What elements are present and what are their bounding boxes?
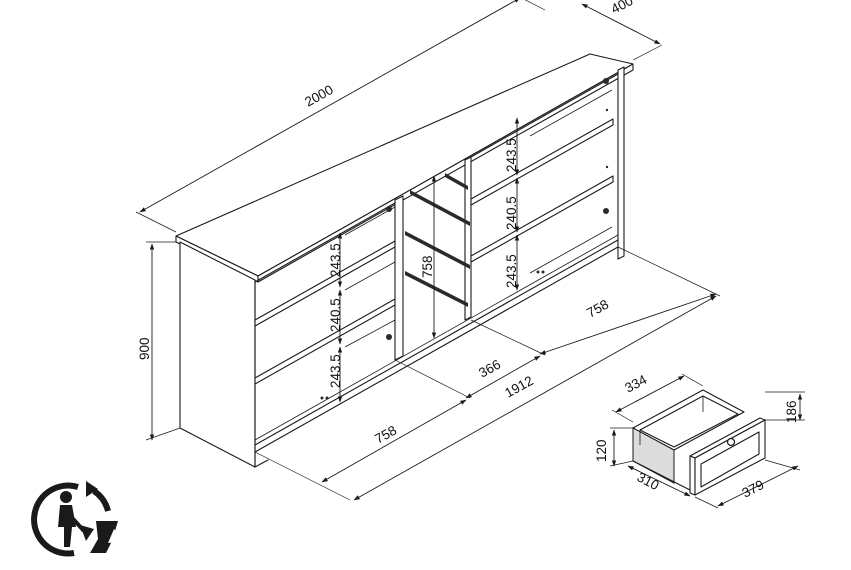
center-bay-hardware xyxy=(405,173,470,307)
bottom-front-edge xyxy=(254,239,619,446)
left-side-panel xyxy=(179,241,256,468)
dim-depth-total xyxy=(581,3,661,45)
label-height-total: 900 xyxy=(137,337,152,360)
label-center-bay-width: 366 xyxy=(476,357,503,381)
label-drawer-box-height: 120 xyxy=(594,439,609,462)
label-right-bay-width: 758 xyxy=(584,297,611,321)
dimension-lines xyxy=(135,0,721,501)
drawer-knob xyxy=(726,437,736,447)
label-left-shelf-bottom: 243.5 xyxy=(328,354,343,388)
right-side-panel xyxy=(617,66,625,260)
label-right-shelf-bottom: 243.5 xyxy=(504,254,519,288)
label-left-shelf-mid: 240.5 xyxy=(328,298,343,332)
bottom-shelf-line xyxy=(254,234,619,441)
label-drawer-front-height: 186 xyxy=(784,400,799,423)
label-left-bay-width: 758 xyxy=(372,423,399,447)
top-surface xyxy=(175,53,634,277)
label-right-shelf-mid: 240.5 xyxy=(504,196,519,230)
center-left-divider xyxy=(394,195,404,361)
label-right-shelf-top: 243.5 xyxy=(504,138,519,172)
label-left-shelf-top: 243.5 xyxy=(328,243,343,277)
dim-width-total xyxy=(139,0,521,213)
label-drawer-depth: 334 xyxy=(622,372,649,396)
label-center-height: 758 xyxy=(420,255,435,278)
center-right-divider xyxy=(464,156,472,321)
label-inner-width: 1912 xyxy=(502,373,536,401)
sideboard xyxy=(175,53,634,468)
label-depth-total: 400 xyxy=(609,0,636,17)
label-drawer-front-width: 379 xyxy=(740,477,767,501)
label-width-total: 2000 xyxy=(302,82,336,110)
bottom-corner xyxy=(254,459,269,468)
left-bay-top-back xyxy=(254,202,396,283)
recycle-person-icon xyxy=(31,481,124,557)
drawer-detail: 334 120 310 186 379 xyxy=(594,372,805,509)
